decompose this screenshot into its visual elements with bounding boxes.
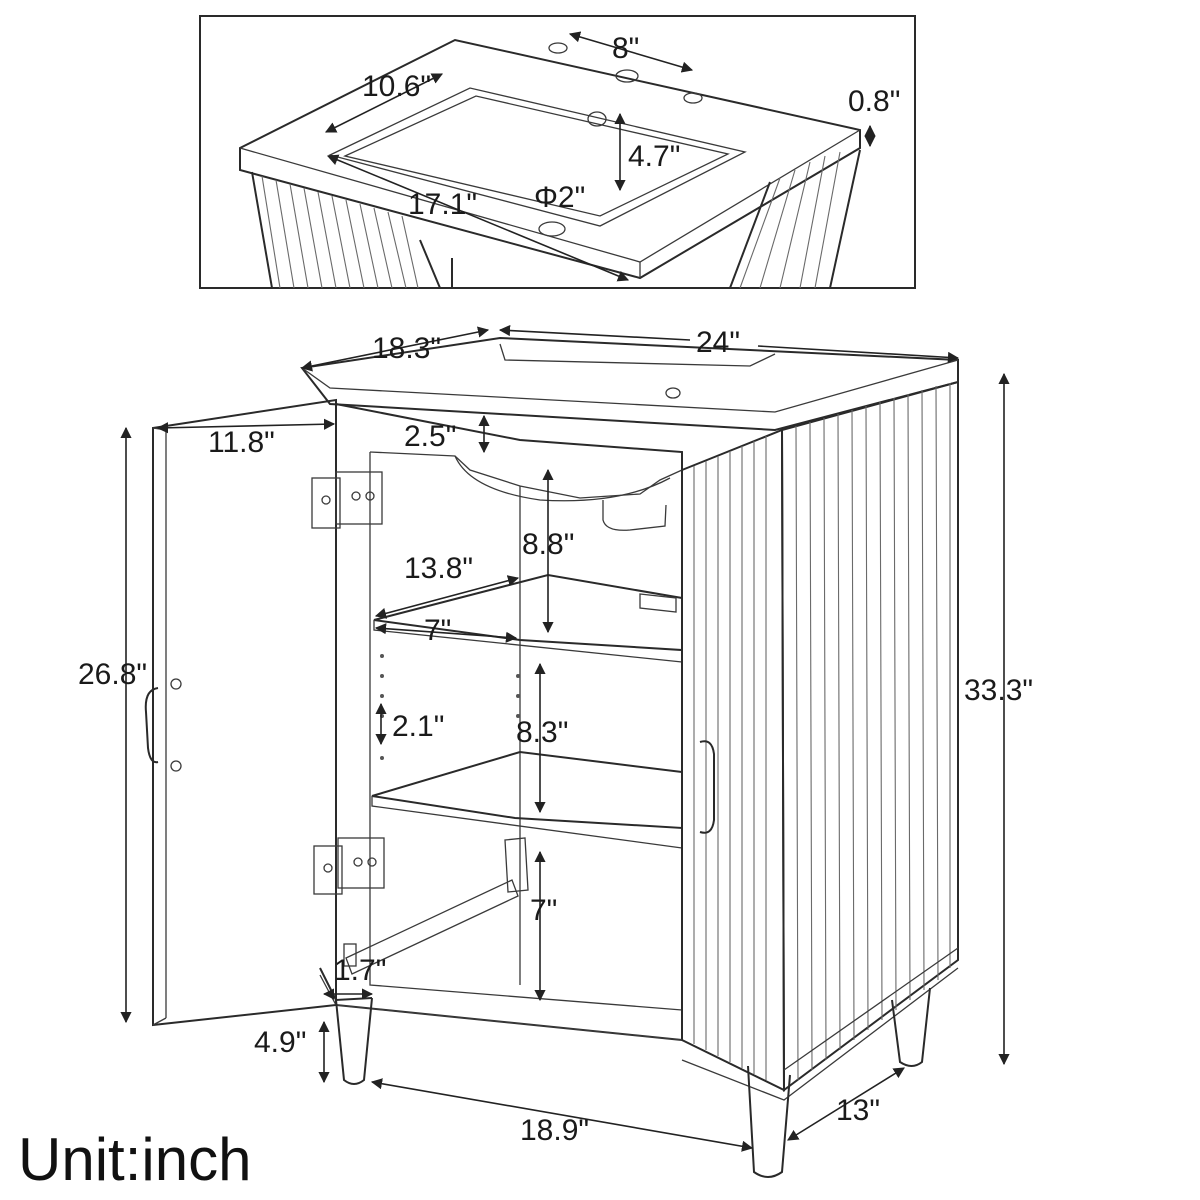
top-width-label: 24" bbox=[696, 326, 740, 359]
inset-basin-depth-label: 10.6" bbox=[362, 70, 431, 103]
base-plinth bbox=[319, 967, 959, 1101]
cabinet-interior bbox=[335, 402, 683, 1042]
door-width-label: 11.8" bbox=[208, 426, 275, 459]
drain-hole-icon bbox=[538, 221, 566, 237]
inset-drain-offset-label: 4.7" bbox=[628, 140, 680, 173]
inset-faucet-spacing-label: 8" bbox=[612, 32, 639, 65]
shelf-depth-label: 13.8" bbox=[404, 552, 473, 585]
inset-basin-width-label: 17.1" bbox=[408, 188, 477, 221]
base-depth-label: 13" bbox=[836, 1094, 880, 1127]
shelf-peg-holes bbox=[380, 654, 520, 760]
upper-shelf bbox=[373, 573, 683, 652]
left-door bbox=[152, 398, 337, 1027]
leg-height-label: 4.9" bbox=[254, 1026, 306, 1059]
door-screw-upper bbox=[170, 678, 182, 690]
front-right-leg bbox=[747, 1065, 791, 1178]
left-door-handle bbox=[144, 687, 159, 764]
side-panel bbox=[780, 380, 959, 1092]
base-width-label: 18.9" bbox=[520, 1114, 589, 1147]
total-height-label: 33.3" bbox=[964, 674, 1033, 707]
right-door bbox=[681, 428, 786, 1092]
drawer-slide bbox=[345, 837, 529, 975]
top-depth-label: 18.3" bbox=[372, 332, 441, 365]
faucet-hole-left-icon bbox=[548, 42, 568, 54]
shelf-front-width-label: 7" bbox=[424, 614, 451, 647]
upper-hinge-icon bbox=[311, 471, 383, 529]
right-door-handle bbox=[699, 740, 715, 834]
door-height-label: 26.8" bbox=[78, 658, 147, 691]
bottom-lip-label: 1.7" bbox=[334, 954, 386, 987]
side-panel-flutes bbox=[795, 383, 951, 1081]
inset-drain-diameter-label: Φ2" bbox=[534, 181, 585, 214]
sink-drop-label: 2.5" bbox=[404, 420, 456, 453]
lower-clearance-label: 7" bbox=[530, 894, 557, 927]
overflow-hole-icon bbox=[587, 111, 607, 127]
inset-top-thickness-label: 0.8" bbox=[848, 85, 900, 118]
back-right-leg bbox=[891, 987, 931, 1067]
inset-countertop bbox=[239, 38, 861, 280]
lower-hinge-icon bbox=[313, 837, 385, 895]
inset-cabinet-flutes bbox=[251, 149, 861, 289]
vanity-main: 18.3" 24" 33.3" 11.8" 26.8" 2.5" 8.8" 13… bbox=[78, 324, 1033, 1178]
middle-clearance-label: 8.3" bbox=[516, 716, 568, 749]
countertop-faucet-hole-icon bbox=[665, 387, 681, 399]
upper-clearance-label: 8.8" bbox=[522, 528, 574, 561]
sink-top-inset: 8" 10.6" 0.8" 4.7" Φ2" 17.1" bbox=[199, 15, 916, 289]
unit-label: Unit:inch bbox=[18, 1126, 251, 1193]
faucet-hole-right-icon bbox=[683, 92, 703, 104]
door-screw-lower bbox=[170, 760, 182, 772]
front-left-leg bbox=[335, 997, 373, 1085]
inset-frame bbox=[199, 15, 916, 289]
lower-shelf bbox=[371, 750, 683, 830]
shelf-adjust-label: 2.1" bbox=[392, 710, 444, 743]
right-door-flutes bbox=[693, 436, 767, 1080]
